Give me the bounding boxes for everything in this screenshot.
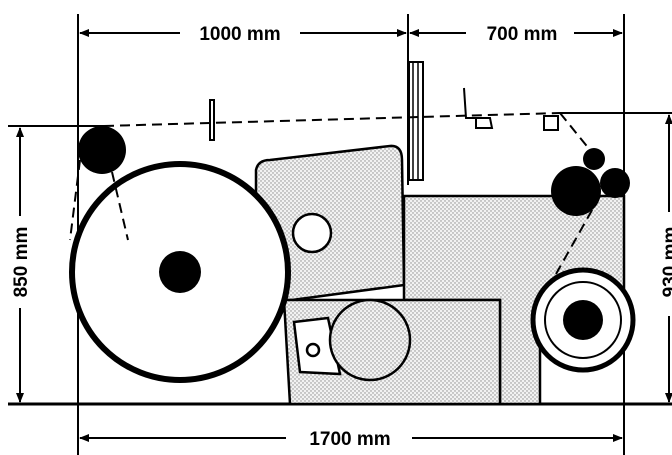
dimension-label-930: 930 mm <box>660 227 672 298</box>
dimension-label-1000: 1000 mm <box>199 24 280 45</box>
rear-pulley <box>78 126 126 174</box>
lever <box>209 99 215 141</box>
machine-body <box>253 61 626 406</box>
front-fitting <box>543 115 559 131</box>
middle-roller <box>328 298 412 382</box>
dimension-right: 930 mm <box>660 114 672 403</box>
dashed-belt <box>69 112 625 275</box>
front-pulley-large <box>551 166 601 216</box>
dimension-label-700: 700 mm <box>487 24 558 45</box>
seat-mount <box>463 87 494 129</box>
bracket-hole <box>305 342 321 358</box>
hood-circle <box>291 212 333 254</box>
dimension-label-850: 850 mm <box>11 227 32 298</box>
dimension-bottom: 1700 mm <box>79 429 623 450</box>
rear-drum <box>69 161 291 383</box>
front-wheel <box>530 267 636 373</box>
pulleys <box>78 126 630 216</box>
rear-drum-hub <box>159 251 201 293</box>
front-pulley-medium <box>600 168 630 198</box>
dimension-left: 850 mm <box>11 127 32 403</box>
dimension-top-right: 700 mm <box>409 24 623 45</box>
dimension-label-1700: 1700 mm <box>309 429 390 450</box>
top-fittings <box>209 87 559 141</box>
dimension-top-left: 1000 mm <box>79 24 407 45</box>
front-pulley-small <box>583 148 605 170</box>
front-wheel-hub <box>563 300 603 340</box>
steering-column <box>408 61 424 181</box>
